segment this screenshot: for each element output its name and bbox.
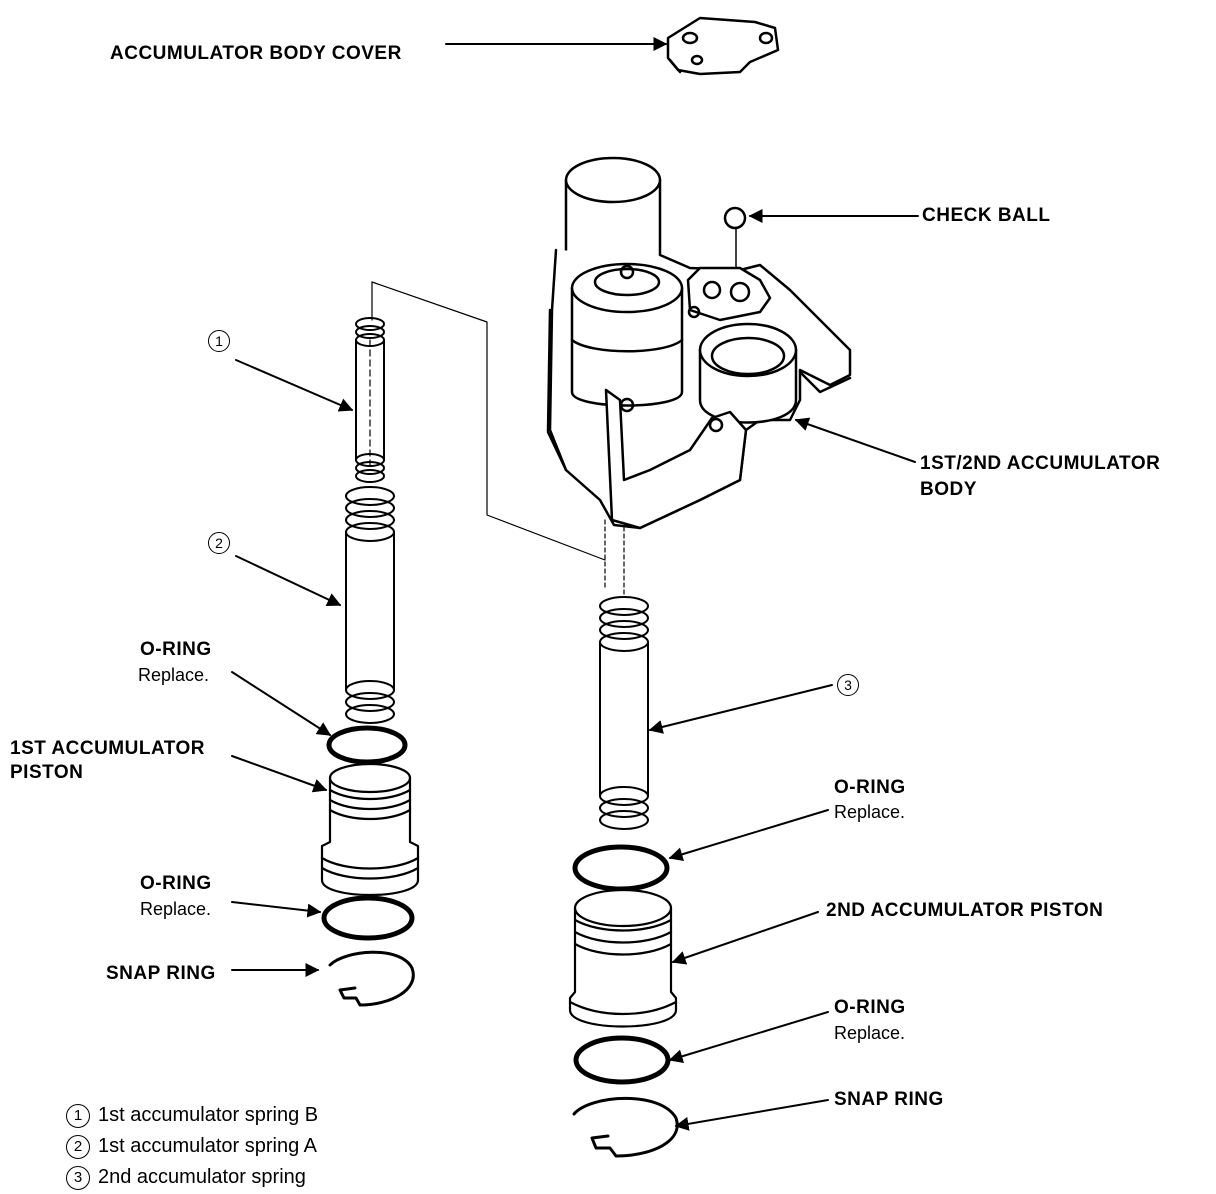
snap-ring-right	[572, 1096, 679, 1158]
label-oring-left-top: O-RING	[140, 639, 212, 660]
accumulator-body	[546, 156, 852, 530]
note-oring-left-top: Replace.	[138, 665, 210, 685]
check-ball	[723, 206, 747, 230]
legend-number: 2	[66, 1134, 90, 1159]
label-accumulator-body-line1: 1ST/2ND ACCUMULATOR	[920, 453, 1161, 474]
second-accumulator-piston	[568, 888, 678, 1028]
note-oring-left-bottom: Replace.	[140, 899, 212, 919]
note-oring-right-bottom: Replace.	[834, 1023, 906, 1043]
callout-2: 2	[208, 532, 230, 554]
label-snap-ring-left: SNAP RING	[106, 963, 216, 984]
label-accumulator-body-line2: BODY	[920, 479, 977, 500]
legend-text: 1st accumulator spring B	[98, 1104, 319, 1126]
leader-lines	[231, 37, 919, 1131]
legend-text: 1st accumulator spring A	[98, 1135, 317, 1157]
oring-left-bottom	[321, 895, 415, 941]
label-check-ball: CHECK BALL	[922, 205, 1051, 226]
label-oring-left-bottom: O-RING	[140, 873, 212, 894]
snap-ring-left	[328, 950, 415, 1007]
label-first-piston-line2: PISTON	[10, 762, 84, 783]
label-snap-ring-right: SNAP RING	[834, 1089, 944, 1110]
legend-text: 2nd accumulator spring	[98, 1166, 306, 1188]
oring-right-top	[572, 844, 670, 892]
accumulator-body-cover	[666, 16, 780, 76]
label-oring-right-top: O-RING	[834, 777, 906, 798]
oring-left-top	[326, 725, 408, 765]
spring-1st-a	[345, 486, 395, 724]
label-first-piston-line1: 1ST ACCUMULATOR	[10, 738, 206, 759]
oring-right-bottom	[573, 1035, 671, 1085]
spring-1st-b	[355, 317, 385, 483]
callout-1: 1	[208, 330, 230, 352]
first-accumulator-piston	[320, 762, 420, 897]
legend-number: 1	[66, 1103, 90, 1128]
legend-number: 3	[66, 1165, 90, 1190]
legend-item: 2 1st accumulator spring A	[66, 1131, 318, 1162]
label-oring-right-bottom: O-RING	[834, 997, 906, 1018]
callout-3: 3	[837, 674, 859, 696]
legend-item: 1 1st accumulator spring B	[66, 1100, 318, 1131]
spring-2nd	[599, 596, 649, 830]
label-accumulator-body-cover: ACCUMULATOR BODY COVER	[110, 43, 402, 64]
legend-item: 3 2nd accumulator spring	[66, 1162, 318, 1193]
note-oring-right-top: Replace.	[834, 802, 906, 822]
label-second-piston: 2ND ACCUMULATOR PISTON	[826, 900, 1104, 921]
legend: 1 1st accumulator spring B 2 1st accumulat…	[66, 1100, 318, 1193]
